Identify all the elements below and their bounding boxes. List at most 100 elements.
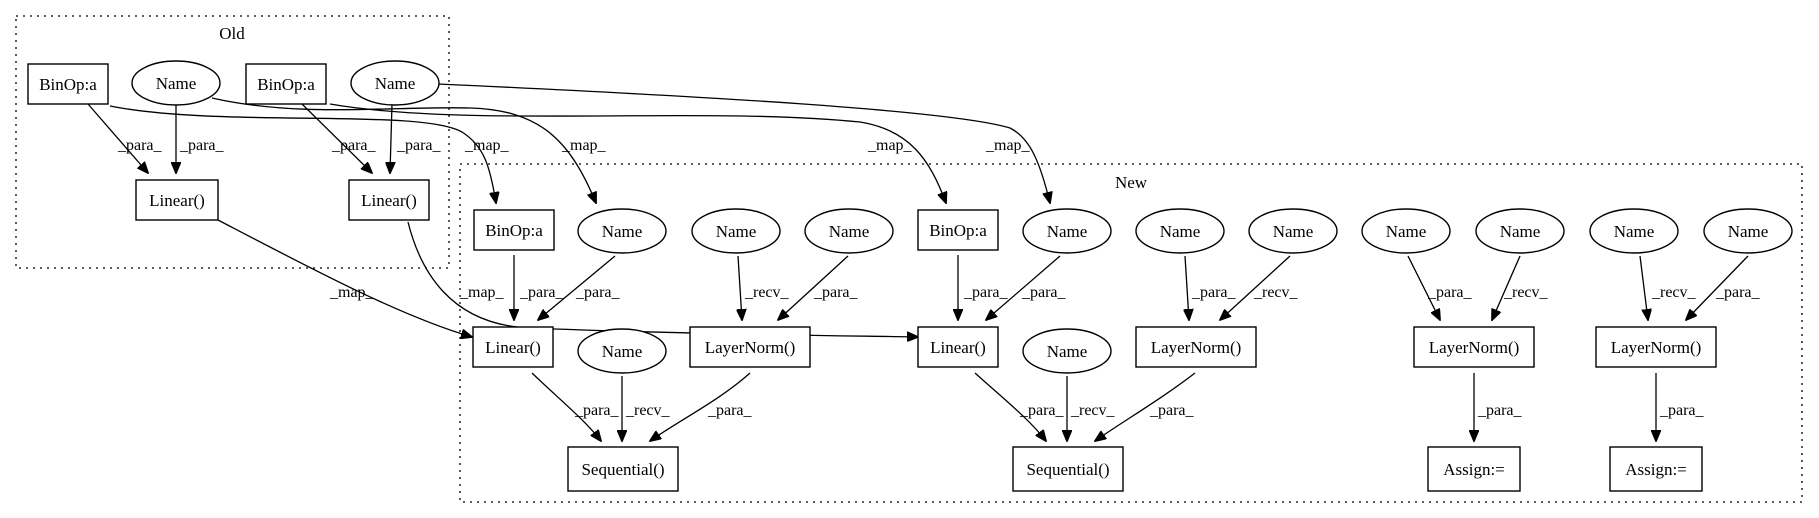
node-new-linear-1: Linear() [472, 326, 554, 368]
edge-map-old-binop2-to-new-binop2: _map_ [329, 103, 946, 203]
edge-map-old-name2-to-new-name2: _map_ [437, 83, 1050, 203]
svg-text:_recv_: _recv_ [1253, 284, 1299, 301]
svg-text:Name: Name [1386, 222, 1427, 241]
svg-text:_para_: _para_ [707, 402, 753, 419]
svg-text:_map_: _map_ [561, 137, 607, 154]
node-old-binop-1: BinOp:a [27, 63, 109, 105]
edge-new-name-seq2-to-sequential2: _recv_ [1067, 376, 1116, 441]
svg-text:_recv_: _recv_ [1503, 284, 1549, 301]
svg-text:Name: Name [1047, 342, 1088, 361]
node-new-layernorm-1: LayerNorm() [689, 326, 811, 368]
svg-text:_para_: _para_ [1659, 402, 1705, 419]
svg-text:Linear(): Linear() [149, 191, 205, 210]
node-new-name-para-2: Name [1135, 208, 1225, 254]
node-new-sequential-2: Sequential() [1012, 446, 1124, 492]
edge-map-old-linear2-to-new-linear2: _map_ [407, 221, 918, 337]
edge-new-name-recv2-to-layernorm2: _recv_ [1220, 255, 1299, 320]
node-new-name-seq-2: Name [1022, 328, 1112, 374]
svg-text:_para_: _para_ [963, 284, 1009, 301]
node-new-sequential-1: Sequential() [567, 446, 679, 492]
edge-new-name-seq1-to-sequential1: _recv_ [622, 376, 671, 441]
node-new-name-recv-1: Name [691, 208, 781, 254]
node-new-name-1: Name [577, 208, 667, 254]
node-new-name-2: Name [1022, 208, 1112, 254]
edge-new-name-para2-to-layernorm2: _para_ [1185, 255, 1237, 320]
node-old-linear-2: Linear() [348, 179, 430, 221]
svg-text:_para_: _para_ [117, 137, 163, 154]
svg-text:_para_: _para_ [179, 137, 225, 154]
svg-text:_map_: _map_ [867, 137, 913, 154]
node-new-layernorm-2: LayerNorm() [1135, 326, 1257, 368]
cluster-new: New [459, 163, 1803, 503]
svg-text:_map_: _map_ [459, 284, 505, 301]
svg-text:_para_: _para_ [1477, 402, 1523, 419]
svg-text:LayerNorm(): LayerNorm() [1151, 338, 1242, 357]
svg-text:Sequential(): Sequential() [581, 460, 664, 479]
svg-text:Name: Name [1500, 222, 1541, 241]
svg-text:_recv_: _recv_ [744, 284, 790, 301]
edge-old-binop1-to-linear1: _para_ [87, 103, 163, 173]
node-new-name-para-1: Name [804, 208, 894, 254]
node-new-assign-2: Assign:= [1609, 446, 1703, 492]
edge-new-binop1-to-linear1: _para_ [514, 255, 565, 320]
svg-text:Name: Name [375, 74, 416, 93]
svg-text:LayerNorm(): LayerNorm() [1429, 338, 1520, 357]
node-new-name-para-4: Name [1703, 208, 1793, 254]
edge-new-name-para3-to-layernorm3: _para_ [1407, 255, 1473, 320]
svg-text:Linear(): Linear() [361, 191, 417, 210]
svg-text:_recv_: _recv_ [1070, 402, 1116, 419]
cluster-old: Old [15, 15, 450, 269]
cluster-new-label: New [1115, 173, 1148, 192]
svg-text:Name: Name [1614, 222, 1655, 241]
svg-text:BinOp:a: BinOp:a [39, 75, 97, 94]
node-new-name-seq-1: Name [577, 328, 667, 374]
svg-text:_para_: _para_ [396, 137, 442, 154]
svg-text:_para_: _para_ [813, 284, 859, 301]
svg-text:LayerNorm(): LayerNorm() [1611, 338, 1702, 357]
node-new-binop-2: BinOp:a [917, 209, 999, 251]
edge-new-linear2-to-sequential2: _para_ [974, 372, 1065, 441]
svg-text:Name: Name [1728, 222, 1769, 241]
svg-text:Name: Name [1160, 222, 1201, 241]
svg-text:_para_: _para_ [1149, 402, 1195, 419]
svg-text:_para_: _para_ [1021, 284, 1067, 301]
edge-new-layernorm3-to-assign1: _para_ [1474, 373, 1523, 441]
svg-text:_para_: _para_ [574, 402, 620, 419]
node-new-linear-2: Linear() [917, 326, 999, 368]
edge-new-layernorm2-to-sequential2: _para_ [1095, 372, 1196, 441]
svg-text:Assign:=: Assign:= [1443, 460, 1505, 479]
node-old-name-1: Name [131, 60, 221, 106]
node-old-name-2: Name [350, 60, 440, 106]
node-new-name-recv-4: Name [1589, 208, 1679, 254]
svg-text:_map_: _map_ [329, 284, 375, 301]
svg-text:Name: Name [829, 222, 870, 241]
edge-new-name-para4-to-layernorm4: _para_ [1686, 255, 1761, 320]
edge-old-name2-to-linear2: _para_ [390, 103, 442, 173]
svg-text:LayerNorm(): LayerNorm() [705, 338, 796, 357]
svg-text:_para_: _para_ [331, 137, 377, 154]
edge-new-layernorm4-to-assign2: _para_ [1656, 373, 1705, 441]
svg-text:Assign:=: Assign:= [1625, 460, 1687, 479]
node-new-assign-1: Assign:= [1427, 446, 1521, 492]
edge-new-name1-to-linear1: _para_ [538, 255, 621, 320]
svg-text:_para_: _para_ [1191, 284, 1237, 301]
edge-map-old-binop1-to-new-binop1: _map_ [109, 105, 510, 203]
node-old-binop-2: BinOp:a [245, 63, 327, 105]
cluster-old-label: Old [219, 24, 245, 43]
svg-text:_para_: _para_ [1427, 284, 1473, 301]
svg-text:Sequential(): Sequential() [1026, 460, 1109, 479]
node-new-name-para-3: Name [1361, 208, 1451, 254]
svg-text:BinOp:a: BinOp:a [485, 221, 543, 240]
edge-new-name-recv4-to-layernorm4: _recv_ [1639, 255, 1697, 320]
edge-new-binop2-to-linear2: _para_ [958, 255, 1009, 320]
node-new-name-recv-3: Name [1475, 208, 1565, 254]
edge-new-name-recv1-to-layernorm1: _recv_ [738, 255, 790, 320]
edge-map-old-linear1-to-new-linear1: _map_ [217, 219, 472, 337]
node-new-layernorm-3: LayerNorm() [1413, 326, 1535, 368]
edge-new-layernorm1-to-sequential1: _para_ [650, 372, 753, 441]
node-new-binop-1: BinOp:a [473, 209, 555, 251]
svg-text:_map_: _map_ [464, 137, 510, 154]
svg-text:BinOp:a: BinOp:a [257, 75, 315, 94]
svg-text:Linear(): Linear() [485, 338, 541, 357]
edge-old-binop2-to-linear2: _para_ [301, 103, 377, 173]
